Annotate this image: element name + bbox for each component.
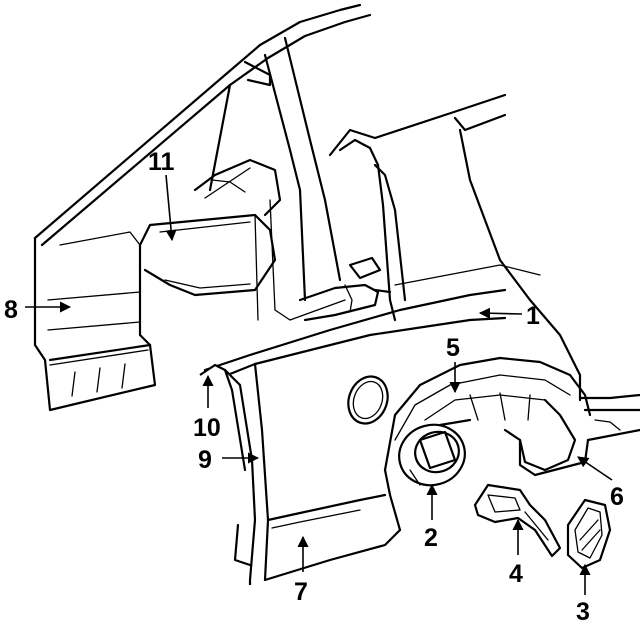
callout-1: 1 [526, 302, 540, 330]
leader-1 [478, 307, 523, 319]
fuel-door-hinge [473, 483, 562, 558]
callout-5: 5 [446, 334, 460, 362]
callout-7: 7 [294, 578, 308, 606]
fuel-door [566, 498, 612, 570]
callout-2: 2 [424, 524, 438, 552]
callout-11: 11 [148, 148, 175, 176]
quarter-panel [199, 93, 640, 585]
callout-4: 4 [509, 560, 523, 588]
leader-6 [577, 456, 613, 481]
callout-10: 10 [193, 414, 221, 442]
filler-housing [398, 423, 466, 487]
leader-11 [165, 174, 177, 242]
leader-lines [25, 174, 613, 595]
callout-6: 6 [610, 483, 624, 511]
callout-8: 8 [4, 296, 18, 324]
inner-panel-assembly [33, 3, 392, 412]
callout-labels: 1 2 3 4 5 6 7 8 9 10 11 [4, 148, 624, 626]
callout-9: 9 [198, 446, 212, 474]
callout-3: 3 [576, 598, 590, 626]
